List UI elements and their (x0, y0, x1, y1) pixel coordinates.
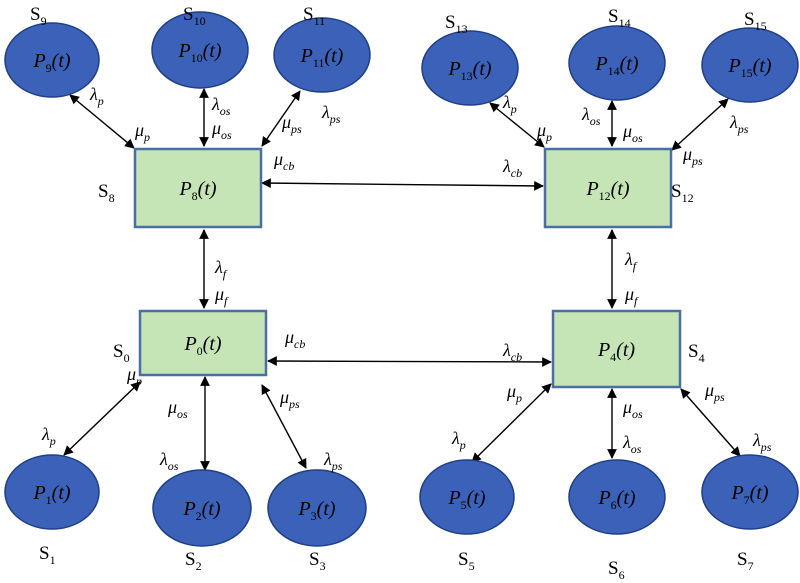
rate-mu-ps: μps (704, 380, 725, 404)
rate-mu-f: μf (624, 284, 639, 308)
state-label-s1: S1 (39, 543, 56, 567)
rate-lambda-cb: λcb (502, 156, 522, 180)
state-s1-ellipse (4, 454, 100, 530)
rate-mu-ps: μps (682, 144, 703, 168)
edge-s4-s5 (471, 383, 552, 463)
rate-lambda-p: λp (89, 84, 104, 108)
probability-s5: P5(t) (447, 487, 485, 512)
state-label-s12: S12 (671, 181, 694, 205)
state-s12-box (543, 147, 673, 229)
rate-lambda-ps: λps (321, 102, 341, 126)
rate-lambda-cb: λcb (502, 340, 522, 364)
probability-s6: P6(t) (597, 487, 635, 512)
state-label-s5: S5 (458, 549, 475, 573)
probability-s10: P10(t) (177, 40, 221, 65)
rate-mu-os: μos (167, 397, 188, 421)
rate-mu-ps: μps (281, 112, 302, 136)
state-s8-box (133, 147, 263, 229)
state-nodes: P0(t) P1(t) P2(t) P3(t) P4(t) P5(t) P6(t) P7(t)… (4, 11, 799, 547)
rate-mu-p: μp (126, 364, 142, 388)
rate-lambda-p: λp (41, 424, 56, 448)
state-s5-ellipse (419, 459, 515, 535)
rate-lambda-f: λf (624, 249, 638, 273)
edge-s0-s1 (63, 381, 141, 456)
probability-s8: P8(t) (178, 178, 216, 203)
rate-mu-p: μp (506, 381, 522, 405)
rate-lambda-os: λos (622, 432, 642, 456)
probability-s4: P4(t) (597, 339, 635, 364)
rate-lambda-p: λp (451, 428, 466, 452)
rate-mu-cb: μcb (284, 327, 305, 351)
state-label-s4: S4 (688, 341, 705, 365)
rate-mu-os: μos (622, 397, 643, 421)
edge-s4-s7 (680, 388, 741, 457)
edge-s8-s12 (261, 178, 544, 191)
state-s7-ellipse (701, 454, 799, 530)
rate-lambda-os: λos (581, 104, 601, 128)
state-s14-ellipse (568, 25, 666, 101)
state-label-s7: S7 (737, 549, 754, 573)
rate-lambda-os: λos (211, 94, 231, 118)
rate-lambda-ps: λps (323, 449, 343, 473)
state-s6-ellipse (568, 459, 666, 535)
probability-s9: P9(t) (32, 50, 70, 75)
state-label-s15: S15 (744, 9, 767, 33)
probability-s7: P7(t) (730, 482, 768, 507)
state-label-s6: S6 (608, 558, 625, 582)
probability-s14: P14(t) (594, 53, 638, 78)
state-label-s10: S10 (183, 4, 206, 28)
rate-mu-p: μp (134, 120, 150, 144)
edge-s0-s3 (261, 384, 307, 469)
rate-mu-cb: μcb (273, 149, 294, 173)
state-s0-box (138, 309, 268, 377)
edge-s8-s11 (261, 90, 301, 147)
state-label-s3: S3 (309, 549, 326, 573)
state-label-s2: S2 (185, 549, 202, 573)
state-s13-ellipse (421, 30, 519, 106)
rate-lambda-os: λos (159, 449, 179, 473)
state-s11-ellipse (273, 17, 371, 93)
edge-s0-s4 (267, 356, 552, 367)
state-label-s8: S8 (98, 181, 115, 205)
probability-s2: P2(t) (182, 498, 220, 523)
state-s4-box (551, 309, 682, 389)
edge-s8-s9 (69, 94, 135, 149)
state-s10-ellipse (151, 11, 249, 89)
state-s9-ellipse (4, 22, 100, 98)
state-label-s14: S14 (608, 6, 631, 30)
rate-mu-f: μf (214, 284, 229, 308)
state-s3-ellipse (267, 469, 367, 547)
transition-edges (63, 88, 741, 471)
probability-s3: P3(t) (297, 498, 335, 523)
state-s2-ellipse (152, 469, 252, 547)
rate-lambda-ps: λps (729, 112, 749, 136)
state-label-s0: S0 (113, 341, 130, 365)
state-label-s13: S13 (445, 12, 468, 36)
probability-s13: P13(t) (447, 58, 491, 83)
probability-s12: P12(t) (585, 178, 629, 203)
rate-mu-os: μos (622, 121, 643, 145)
rate-lambda-ps: λps (752, 430, 772, 454)
state-s15-ellipse (701, 27, 799, 103)
rate-mu-ps: μps (279, 387, 300, 411)
probability-s0: P0(t) (183, 333, 221, 358)
probability-s15: P15(t) (727, 55, 771, 80)
state-label-s11: S11 (303, 4, 325, 28)
probability-s1: P1(t) (32, 482, 70, 507)
state-label-s9: S9 (30, 4, 47, 28)
edge-s12-s13 (489, 102, 545, 148)
rate-lambda-f: λf (214, 257, 228, 281)
edge-s12-s15 (671, 98, 729, 151)
rate-mu-os: μos (211, 118, 232, 142)
probability-s11: P11(t) (300, 45, 344, 70)
rate-lambda-p: λp (502, 92, 517, 116)
rate-mu-p: μp (536, 120, 552, 144)
